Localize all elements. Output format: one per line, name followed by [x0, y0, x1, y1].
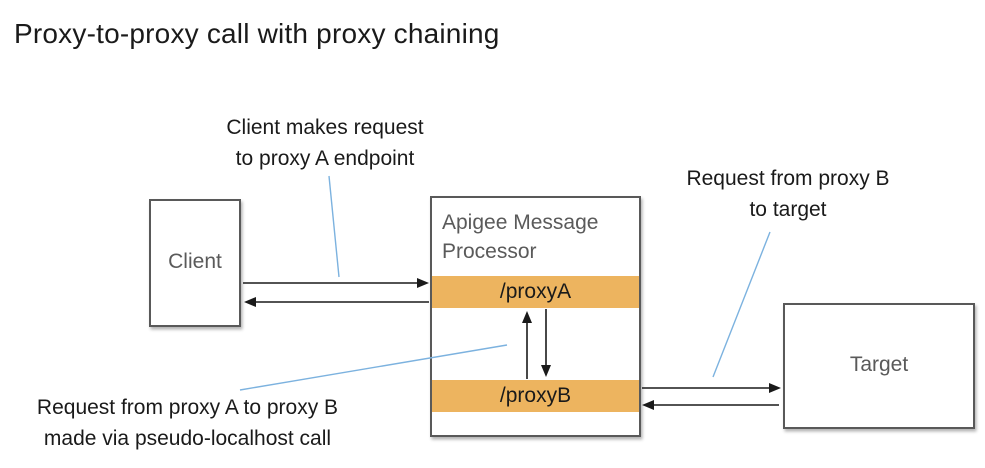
proxyb-endpoint-label: /proxyB [499, 384, 572, 407]
target-node-label: Target [849, 352, 909, 376]
proxya-endpoint-label: /proxyA [499, 280, 572, 303]
leader-line-client-request [328, 175, 340, 278]
annotation-client-request: Client makes request to proxy A endpoint [185, 112, 465, 174]
proxya-endpoint-bar: /proxyA [432, 276, 639, 308]
annotation-client-request-line2: to proxy A endpoint [235, 147, 415, 170]
annotation-client-request-line1: Client makes request [226, 116, 424, 139]
client-node-label: Client [168, 249, 222, 273]
diagram-title: Proxy-to-proxy call with proxy chaining [14, 18, 500, 49]
annotation-proxyb-to-target-line1: Request from proxy B [686, 167, 890, 190]
message-processor-title: Apigee Message Processor [442, 211, 599, 263]
annotation-proxyb-to-target-line2: to target [749, 198, 827, 221]
target-node: Target [783, 303, 975, 429]
annotation-proxya-to-proxyb: Request from proxy A to proxy B made via… [10, 392, 365, 454]
annotation-proxyb-to-target: Request from proxy B to target [648, 163, 928, 225]
annotation-proxya-to-proxyb-line2: made via pseudo-localhost call [43, 427, 332, 450]
leader-line-proxyb-target [712, 231, 771, 378]
proxyb-endpoint-bar: /proxyB [432, 380, 639, 412]
client-node: Client [149, 199, 241, 327]
annotation-proxya-to-proxyb-line1: Request from proxy A to proxy B [36, 396, 339, 419]
message-processor-node: Apigee Message Processor /proxyA /proxyB [430, 196, 641, 437]
